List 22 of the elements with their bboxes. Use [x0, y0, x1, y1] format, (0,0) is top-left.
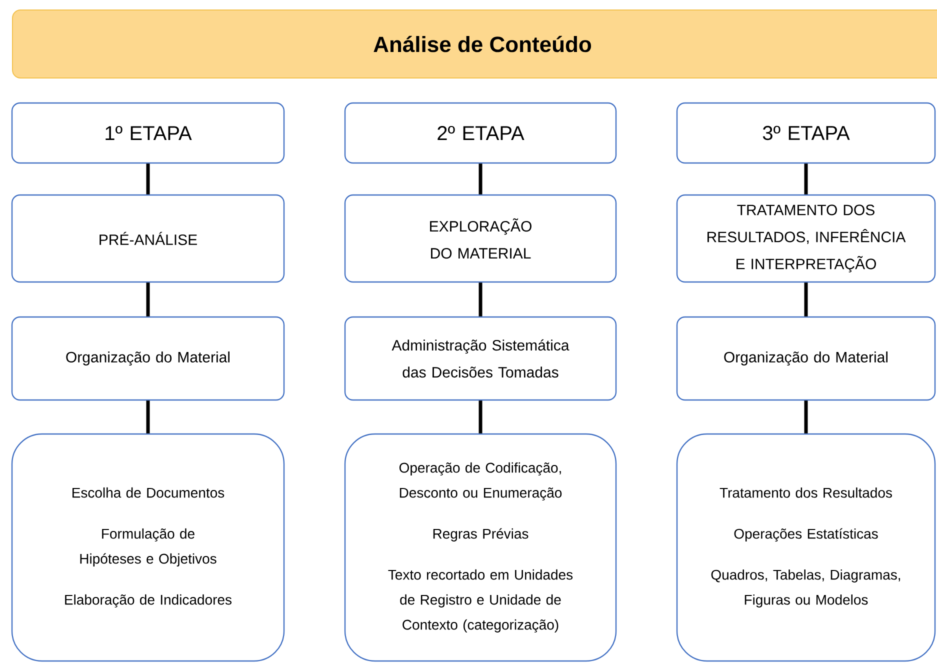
connector-line	[804, 282, 808, 316]
item-list-box: Tratamento dos Resultados Operações Estatísticas Quadros, Tabelas, Diagramas, Figuras ou Modelos	[676, 433, 936, 662]
stage-box: 1º ETAPA	[11, 102, 285, 164]
item-list-box: Escolha de Documentos Formulação de Hipóteses e Objetivos Elaboração de Indicadores	[11, 433, 285, 662]
connector-line	[146, 164, 150, 194]
topic-box: PRÉ-ANÁLISE	[11, 194, 285, 283]
connector-line	[478, 282, 482, 316]
connector-line	[478, 164, 482, 194]
topic-box: Organização do Material	[676, 316, 936, 401]
topic-box: EXPLORAÇÃO DO MATERIAL	[344, 194, 617, 283]
item-list-box: Operação de Codificação, Desconto ou Enumeração Regras Prévias Texto recortado em Unidades de Registro e Unidade de Contexto (categorização)	[344, 433, 617, 662]
stage-box: 3º ETAPA	[676, 102, 936, 164]
connector-line	[478, 400, 482, 434]
topic-box: TRATAMENTO DOS RESULTADOS, INFERÊNCIA E INTERPRETAÇÃO	[676, 194, 936, 283]
connector-line	[804, 400, 808, 434]
connector-line	[146, 400, 150, 434]
topic-box: Organização do Material	[11, 316, 285, 401]
connector-line	[146, 282, 150, 316]
connector-line	[804, 164, 808, 194]
stage-box: 2º ETAPA	[344, 102, 617, 164]
topic-box: Administração Sistemática das Decisões Tomadas	[344, 316, 617, 401]
title-banner: Análise de Conteúdo	[12, 10, 937, 78]
